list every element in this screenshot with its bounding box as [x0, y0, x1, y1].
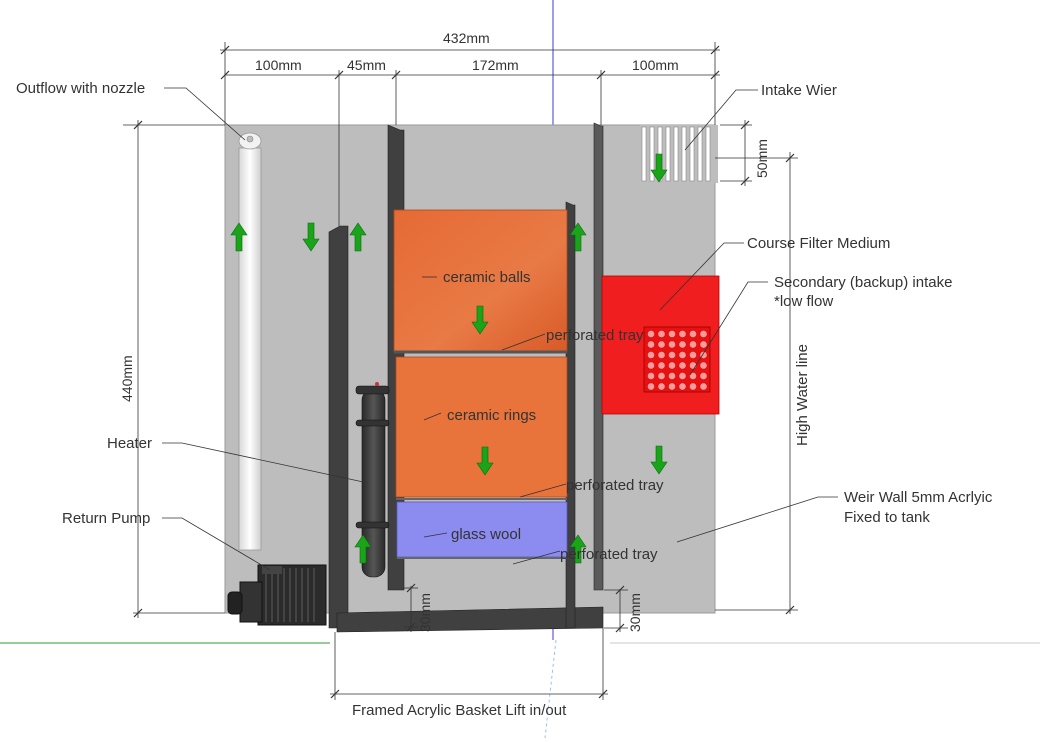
intake-hole	[647, 382, 655, 391]
glass-wool-label: glass wool	[451, 526, 521, 543]
intake-hole	[699, 330, 708, 338]
intake-hole	[689, 330, 697, 338]
intake-hole	[678, 340, 687, 349]
weir-wall-label: Weir Wall 5mm Acrlyic	[844, 489, 993, 506]
intake-weir-label: Intake Wier	[761, 82, 837, 99]
heater	[355, 382, 390, 578]
intake-hole	[668, 372, 676, 380]
intake-hole	[699, 382, 708, 391]
dimension-lines	[123, 42, 798, 700]
weir-wall	[593, 122, 604, 591]
intake-hole	[678, 382, 687, 391]
dim-gap: 45mm	[347, 57, 386, 73]
ceramic-balls-label: ceramic balls	[443, 269, 531, 286]
left-baffle	[328, 225, 349, 629]
intake-hole	[668, 340, 676, 349]
intake-hole	[647, 340, 655, 349]
intake-hole	[689, 382, 697, 391]
perforated-tray-label-2: perforated tray	[566, 477, 664, 494]
intake-hole	[657, 382, 666, 391]
intake-hole	[657, 361, 666, 370]
intake-hole	[647, 372, 655, 380]
return-pump	[227, 564, 327, 626]
secondary-intake-label: Secondary (backup) intake	[774, 274, 952, 291]
course-filter-block	[601, 275, 720, 415]
intake-hole	[647, 351, 655, 359]
dimension-ticks	[133, 45, 795, 699]
dim-gap-bottom-1: 30mm	[417, 593, 433, 632]
perforated-tray-label-3: perforated tray	[560, 546, 658, 563]
intake-hole	[657, 351, 666, 359]
high-water-label: High Water line	[794, 344, 811, 446]
basket-label: Framed Acrylic Basket Lift in/out	[352, 702, 567, 719]
perforated-tray-label-1: perforated tray	[546, 327, 644, 344]
low-flow-label: *low flow	[774, 293, 833, 310]
basket-right-wall	[565, 201, 576, 629]
dim-right-chamber: 100mm	[632, 57, 679, 73]
ceramic-rings-media	[395, 356, 568, 498]
intake-hole	[678, 361, 687, 370]
intake-hole	[689, 372, 697, 380]
intake-hole	[668, 330, 676, 338]
intake-hole	[668, 361, 676, 370]
intake-hole	[678, 330, 687, 338]
blue-axis-dotted	[544, 639, 557, 739]
intake-weir-slots	[640, 125, 718, 183]
intake-hole	[689, 340, 697, 349]
intake-hole	[647, 361, 655, 370]
intake-hole	[699, 340, 708, 349]
dim-gap-bottom-2: 30mm	[627, 593, 643, 632]
leader-lines	[162, 87, 838, 571]
intake-hole	[647, 330, 655, 338]
dim-middle: 172mm	[472, 57, 519, 73]
dim-weir-height: 50mm	[754, 139, 770, 178]
intake-hole	[678, 351, 687, 359]
dim-left-chamber: 100mm	[255, 57, 302, 73]
return-pump-label: Return Pump	[62, 510, 150, 527]
intake-hole	[699, 361, 708, 370]
course-filter-label: Course Filter Medium	[747, 235, 890, 252]
ceramic-rings-label: ceramic rings	[447, 407, 536, 424]
outflow-pipe	[238, 132, 262, 551]
outflow-label: Outflow with nozzle	[16, 80, 145, 97]
intake-hole	[657, 340, 666, 349]
dim-total-width: 432mm	[443, 30, 490, 46]
intake-hole	[657, 330, 666, 338]
intake-hole	[657, 372, 666, 380]
intake-hole	[668, 351, 676, 359]
intake-hole	[668, 382, 676, 391]
intake-hole	[699, 372, 708, 380]
intake-hole	[689, 351, 697, 359]
weir-wall-fixed-label: Fixed to tank	[844, 509, 930, 526]
heater-label: Heater	[107, 435, 152, 452]
dim-height: 440mm	[119, 355, 135, 402]
intake-hole	[678, 372, 687, 380]
